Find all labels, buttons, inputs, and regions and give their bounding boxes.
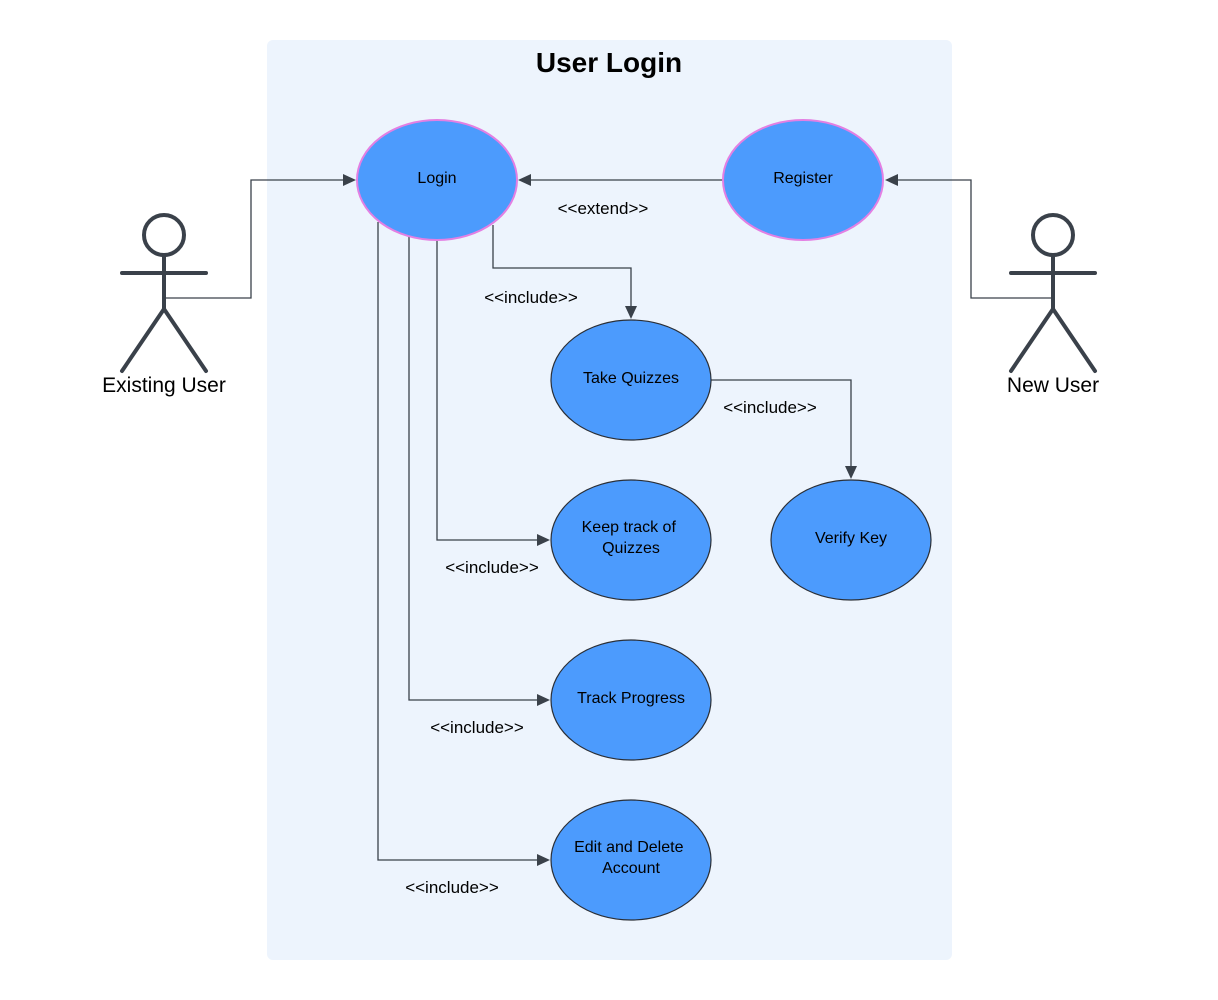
use-case-track-progress[interactable]: Track Progress bbox=[550, 639, 712, 761]
use-case-edit-delete-label: Edit and Delete Account bbox=[574, 839, 688, 877]
use-case-edit-delete-line-2: Account bbox=[602, 860, 660, 877]
association-new-user-register bbox=[898, 179, 1053, 299]
use-case-keep-track-label: Keep track of Quizzes bbox=[582, 519, 681, 557]
use-case-register-shape bbox=[722, 119, 884, 241]
use-case-take-quizzes[interactable]: Take Quizzes bbox=[550, 319, 712, 441]
include-label-track-progress: <<include>> bbox=[430, 718, 524, 737]
use-case-keep-track-line-1: Keep track of bbox=[582, 519, 677, 536]
include-login-track-progress bbox=[408, 237, 537, 701]
use-case-take-quizzes-label: Take Quizzes bbox=[583, 370, 679, 387]
use-case-edit-delete-shape bbox=[550, 799, 712, 921]
actor-new-user-icon bbox=[1009, 213, 1097, 373]
use-case-verify-key[interactable]: Verify Key bbox=[770, 479, 932, 601]
diagram-title: User Login bbox=[536, 47, 682, 78]
use-case-keep-track-line-2: Quizzes bbox=[602, 540, 660, 557]
arrowhead-take-quizzes bbox=[625, 306, 637, 319]
arrowhead-register-from-new bbox=[885, 174, 898, 186]
include-login-edit-delete bbox=[377, 222, 537, 861]
arrowhead-verify-key bbox=[845, 466, 857, 479]
use-case-keep-track[interactable]: Keep track of Quizzes bbox=[550, 479, 712, 601]
actor-existing-user-label: Existing User bbox=[102, 374, 226, 397]
include-label-edit-delete: <<include>> bbox=[405, 878, 499, 897]
use-case-login[interactable]: Login bbox=[356, 119, 518, 241]
use-case-register-label: Register bbox=[773, 170, 833, 187]
arrowhead-login-from-existing bbox=[343, 174, 356, 186]
include-take-quizzes-verify-key bbox=[710, 379, 852, 466]
extend-label: <<extend>> bbox=[558, 199, 649, 218]
include-label-take-quizzes: <<include>> bbox=[484, 288, 578, 307]
use-case-login-label: Login bbox=[417, 170, 456, 187]
use-case-verify-key-label: Verify Key bbox=[815, 530, 887, 547]
use-case-keep-track-shape bbox=[550, 479, 712, 601]
actor-existing-user[interactable]: Existing User bbox=[102, 213, 226, 397]
use-case-track-progress-shape bbox=[550, 639, 712, 761]
actor-new-user-label: New User bbox=[1007, 374, 1099, 397]
use-case-take-quizzes-shape bbox=[550, 319, 712, 441]
association-existing-user-login bbox=[165, 179, 344, 299]
use-case-edit-delete[interactable]: Edit and Delete Account bbox=[550, 799, 712, 921]
actor-existing-user-icon bbox=[120, 213, 208, 373]
use-case-login-shape bbox=[356, 119, 518, 241]
arrowhead-keep-track bbox=[537, 534, 550, 546]
actor-new-user[interactable]: New User bbox=[1007, 213, 1099, 397]
use-case-verify-key-shape bbox=[770, 479, 932, 601]
include-label-keep-track: <<include>> bbox=[445, 558, 539, 577]
arrowhead-track-progress bbox=[537, 694, 550, 706]
include-label-verify-key: <<include>> bbox=[723, 398, 817, 417]
include-login-keep-track bbox=[436, 240, 537, 541]
use-case-register[interactable]: Register bbox=[722, 119, 884, 241]
arrowhead-extend bbox=[518, 174, 531, 186]
connectors bbox=[165, 174, 1053, 866]
arrowhead-edit-delete bbox=[537, 854, 550, 866]
include-login-take-quizzes bbox=[492, 225, 632, 306]
use-case-edit-delete-line-1: Edit and Delete bbox=[574, 839, 684, 856]
use-case-track-progress-label: Track Progress bbox=[577, 690, 685, 707]
